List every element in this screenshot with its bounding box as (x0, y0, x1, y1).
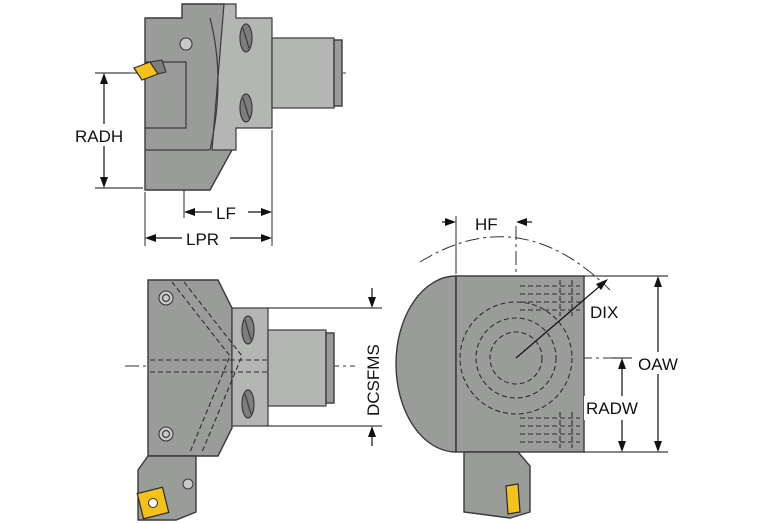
dcsfms-label: DCSFMS (364, 344, 383, 416)
lf-dimension: LF (183, 130, 273, 246)
top-view-shank-end (333, 39, 343, 107)
top-view-screw-hole (179, 37, 193, 51)
radh-label-bg (72, 124, 136, 146)
lpr-label-bg (182, 228, 230, 248)
side-view-hidden-circle-inner (489, 331, 543, 385)
side-view-half-disc (395, 275, 457, 453)
radh-label: RADH (75, 127, 123, 146)
radw-label-bg (584, 396, 644, 420)
top-view-clamp (148, 59, 167, 75)
dix-dimension: DIX (515, 279, 628, 359)
front-view-shank (267, 329, 327, 407)
side-view-insert (505, 483, 521, 515)
lf-label: LF (216, 204, 236, 223)
lpr-label: LPR (186, 230, 219, 249)
top-view-flange (211, 3, 273, 151)
front-view-insert-hole (148, 498, 158, 508)
dix-label-bg (588, 300, 628, 322)
top-view-shank (271, 37, 335, 109)
radw-dimension: RADW (584, 357, 644, 452)
radw-label: RADW (586, 399, 638, 418)
hf-arrow-left (445, 218, 456, 226)
dcsfms-arrow-bottom (368, 426, 376, 437)
front-view-screw-slot-upper (244, 319, 252, 341)
hf-label: HF (475, 215, 498, 234)
top-view-pocket (145, 61, 187, 129)
radw-arrow-top (618, 358, 626, 369)
front-view-hole-top-inner (161, 293, 171, 303)
radh-arrow-bottom (100, 177, 108, 188)
dix-leader (515, 285, 601, 359)
lf-arrow-left (184, 208, 195, 216)
oaw-label-bg (636, 352, 690, 374)
dcsfms-dimension: DCSFMS (268, 288, 383, 446)
front-view-coolant-channel-a (171, 281, 231, 453)
front-view (125, 279, 355, 521)
radw-arrow-bottom (618, 441, 626, 452)
lpr-arrow-right (261, 234, 272, 242)
oaw-dimension: OAW (584, 275, 690, 453)
top-view-screw-slot-upper (242, 27, 250, 49)
hf-arrow-right (516, 218, 527, 226)
oaw-label: OAW (638, 355, 678, 374)
front-view-hole-top (158, 290, 174, 306)
side-view-hidden-grooves-lower (520, 412, 580, 448)
top-view (125, 3, 350, 191)
hf-dimension: HF (442, 215, 532, 274)
lpr-dimension: LPR (144, 192, 272, 249)
lpr-arrow-left (145, 234, 156, 242)
side-view-sweep-arc (419, 236, 611, 291)
front-view-hole-bottom-inner (161, 429, 171, 439)
oaw-arrow-bottom (654, 441, 662, 452)
dcsfms-arrow-top (368, 297, 376, 308)
dix-label: DIX (590, 303, 618, 322)
radh-arrow-top (100, 73, 108, 84)
dix-arrow (596, 279, 608, 290)
front-view-screw-slot-lower (244, 393, 252, 415)
oaw-arrow-top (654, 276, 662, 287)
top-view-flange-curve (209, 17, 219, 151)
side-view-hidden-circle-mid (475, 317, 557, 399)
side-view-hidden-grooves-upper (520, 280, 580, 316)
side-view-block (455, 275, 585, 453)
front-view-coolant-channel-b (183, 281, 243, 453)
lf-label-bg (212, 202, 248, 222)
side-view-hidden-circle-outer (459, 301, 573, 415)
side-view (395, 226, 612, 519)
lf-arrow-right (261, 208, 272, 216)
top-view-screw-slot-lower (242, 97, 250, 119)
radh-dimension: RADH (72, 72, 143, 189)
front-view-insert-screw (182, 478, 194, 490)
front-view-shank-end (325, 332, 335, 404)
front-view-hole-bottom (158, 426, 174, 442)
